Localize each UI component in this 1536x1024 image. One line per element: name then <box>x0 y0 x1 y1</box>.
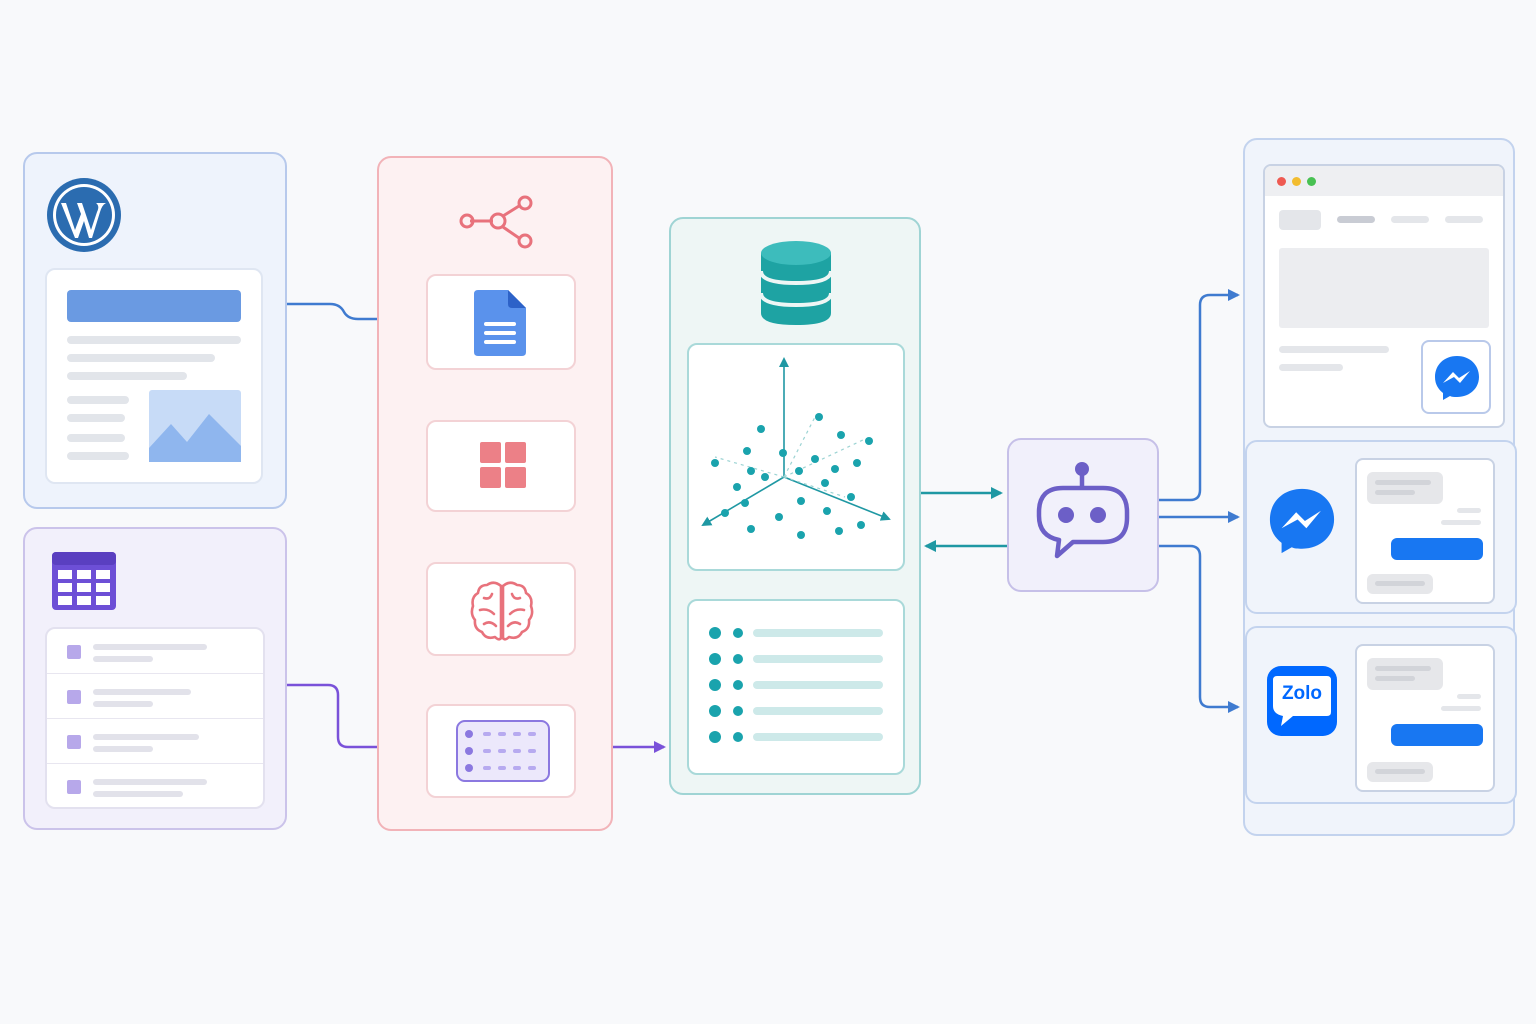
messenger-channel-card <box>1245 440 1517 614</box>
vector-matrix-icon <box>456 720 550 782</box>
messenger-chat-window <box>1355 458 1495 604</box>
document-icon <box>474 290 526 356</box>
zalo-logo-text: Zolo <box>1281 683 1323 704</box>
wordpress-page-card <box>45 268 263 484</box>
vector-store-panel <box>669 217 921 795</box>
document-step-card <box>426 274 576 370</box>
vector-space-card <box>687 343 905 571</box>
window-maximize-dot <box>1307 177 1316 186</box>
outgoing-message-bubble <box>1391 538 1483 560</box>
spreadsheet-rows-card <box>45 627 265 809</box>
embedding-model-step-card <box>426 562 576 656</box>
wordpress-logo-icon <box>45 176 123 254</box>
list-item <box>709 627 885 639</box>
arrow-bot-to-zalo <box>1159 544 1240 713</box>
arrow-bot-to-web <box>1159 289 1240 502</box>
chatbot-node <box>1007 438 1159 592</box>
channels-panel: Zolo <box>1243 138 1517 836</box>
database-icon <box>761 241 831 325</box>
node-graph-icon <box>459 194 537 252</box>
arrow-wordpress-to-document <box>287 302 422 325</box>
brain-icon <box>470 580 534 642</box>
zalo-chat-window <box>1355 644 1495 792</box>
3d-scatter-plot-icon <box>695 353 897 561</box>
zalo-app-icon: Zolo <box>1267 666 1337 736</box>
list-item <box>709 679 885 691</box>
list-item <box>47 764 263 809</box>
wordpress-source-panel <box>23 152 287 509</box>
list-item <box>47 629 263 674</box>
outgoing-message-bubble <box>1391 724 1483 746</box>
spreadsheet-source-panel <box>23 527 287 830</box>
vector-index-card <box>687 599 905 775</box>
list-item <box>709 731 885 743</box>
window-minimize-dot <box>1292 177 1301 186</box>
window-close-dot <box>1277 177 1286 186</box>
messenger-chat-widget-button[interactable] <box>1421 340 1491 414</box>
messenger-icon <box>1433 354 1481 402</box>
spreadsheet-grid-icon <box>51 551 117 611</box>
grid-blocks-icon <box>480 442 526 488</box>
image-placeholder-icon <box>149 390 241 462</box>
website-browser-window <box>1263 164 1505 428</box>
messenger-icon <box>1267 486 1337 556</box>
page-header-bar <box>67 290 241 322</box>
list-item <box>47 719 263 764</box>
list-item <box>709 705 885 717</box>
processing-pipeline-panel <box>377 156 613 831</box>
list-item <box>709 653 885 665</box>
chatbot-robot-icon <box>1033 460 1135 564</box>
arrow-sheets-to-embeddings <box>287 683 422 753</box>
chunking-step-card <box>426 420 576 512</box>
browser-title-bar <box>1265 166 1503 196</box>
vector-embedding-step-card <box>426 704 576 798</box>
zalo-channel-card: Zolo <box>1245 626 1517 804</box>
list-item <box>47 674 263 719</box>
